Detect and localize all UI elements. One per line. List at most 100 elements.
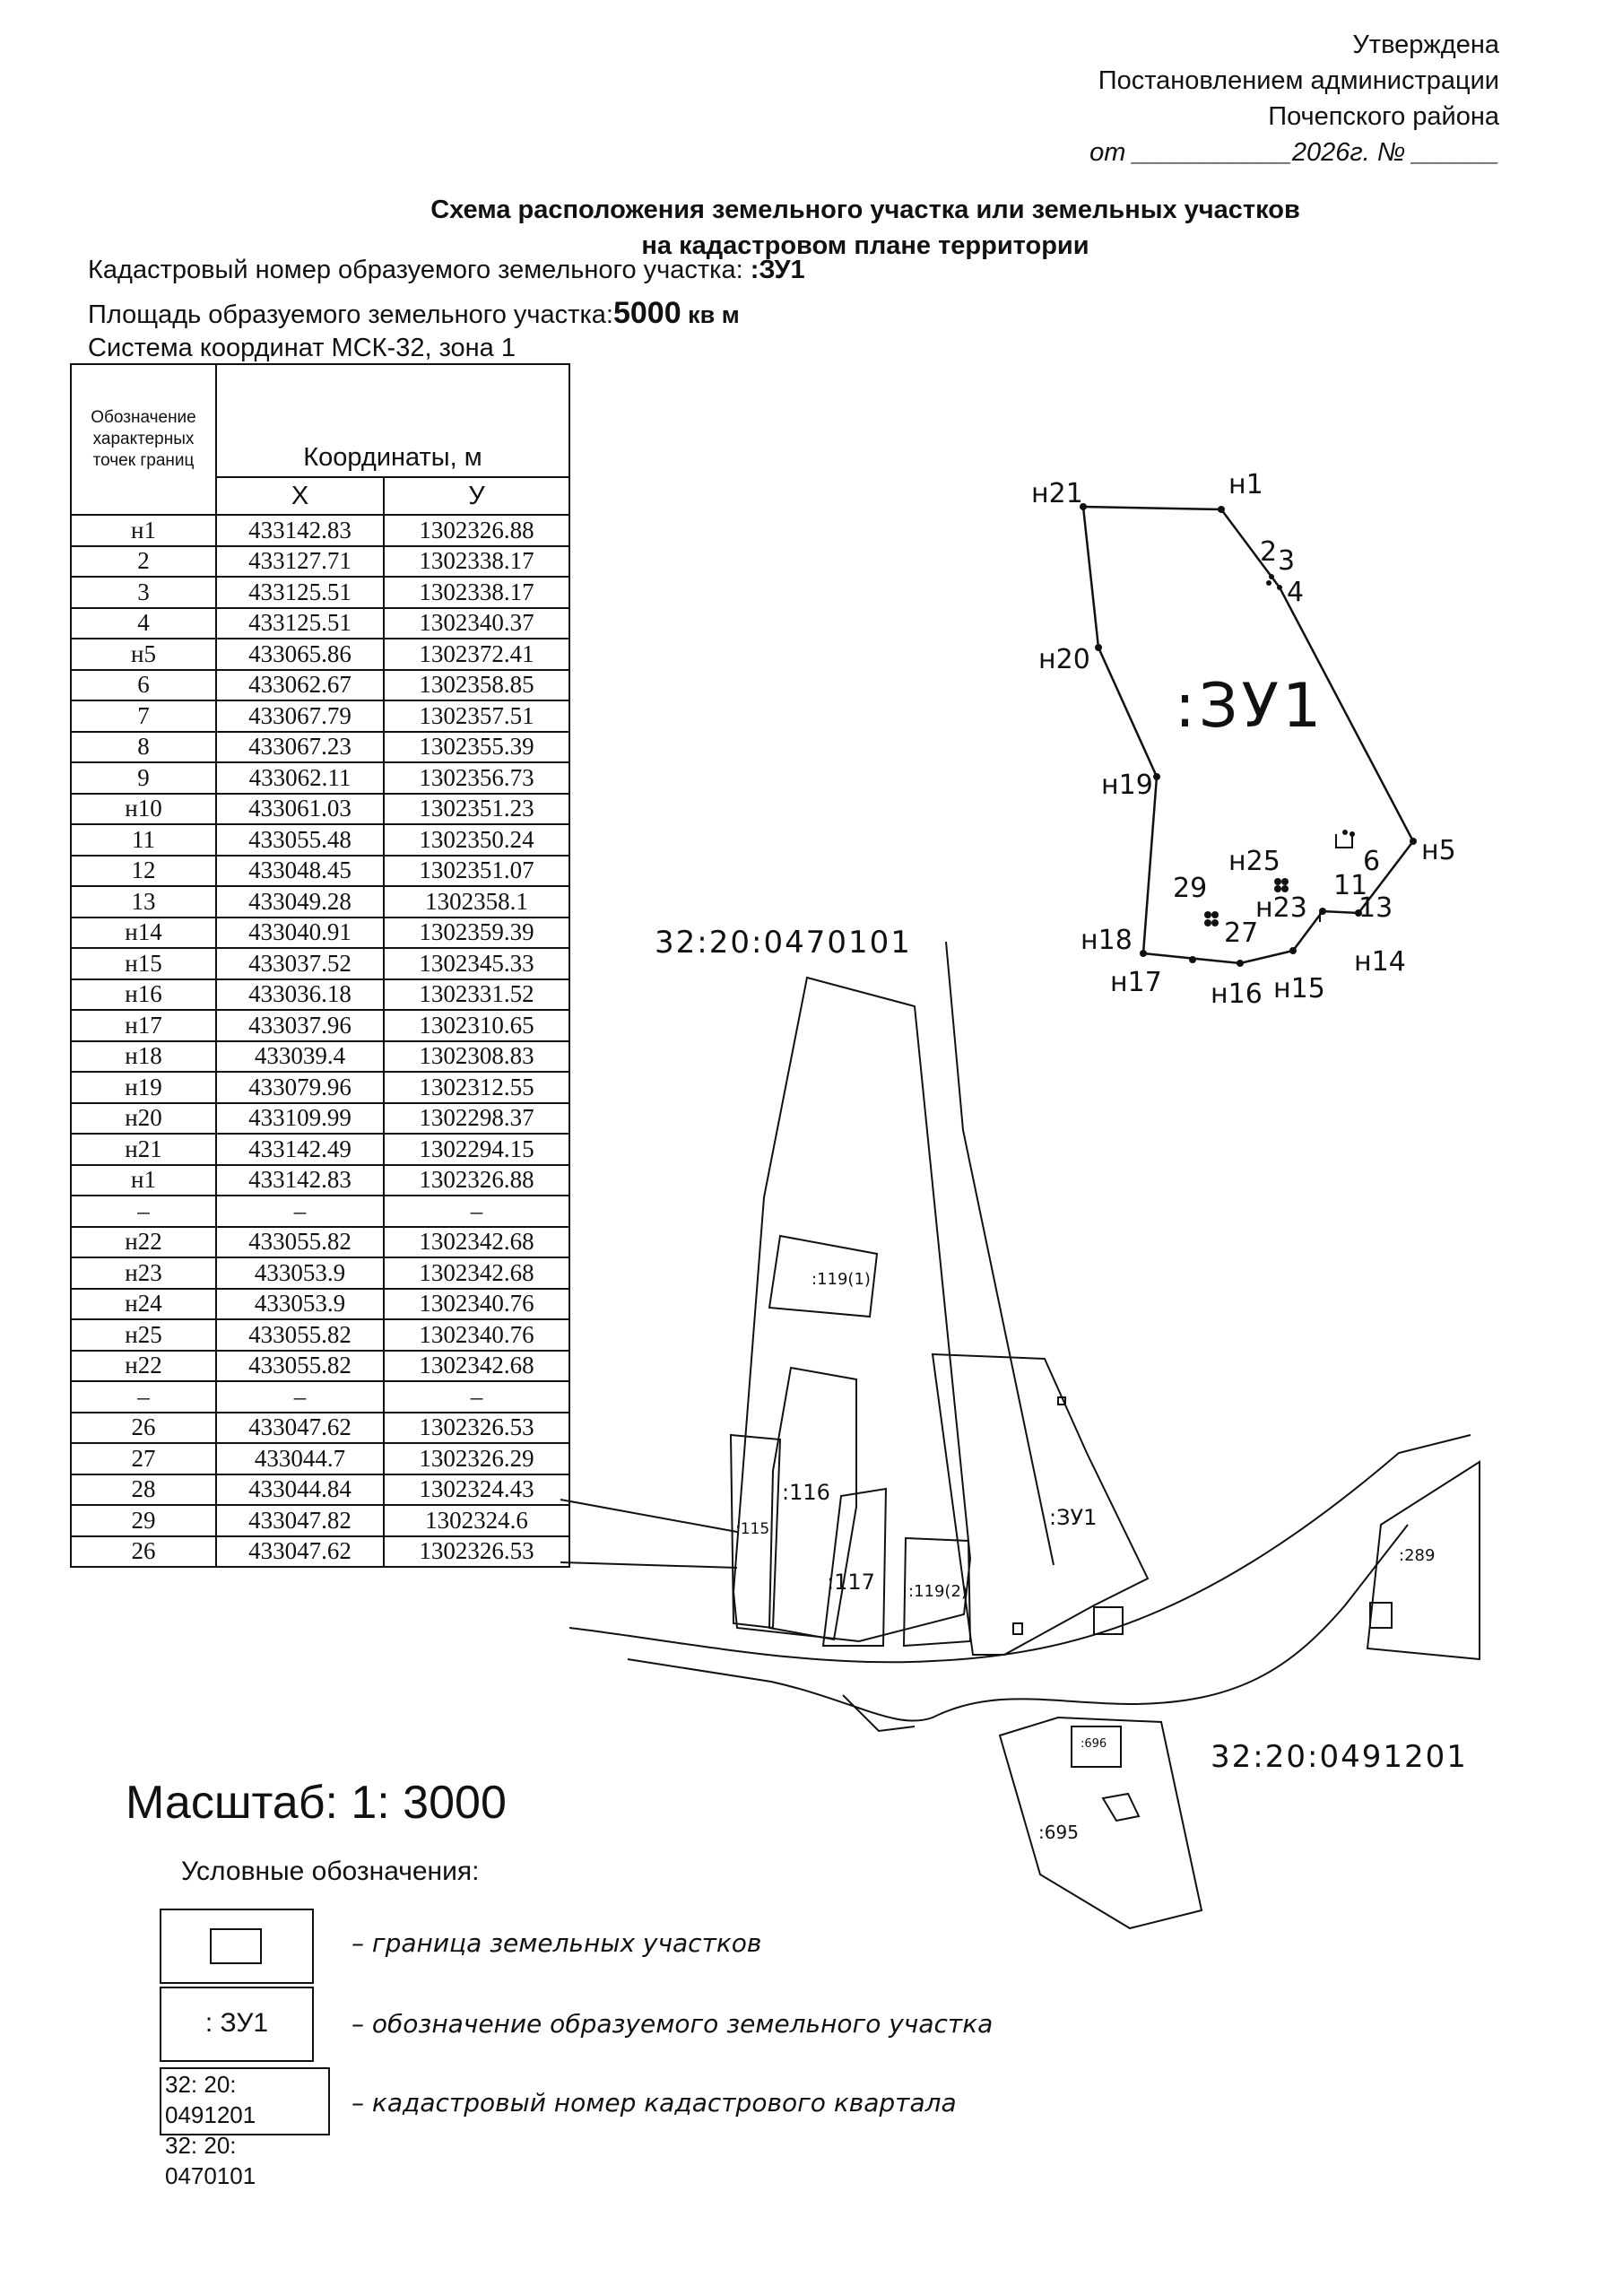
cell-x: 433044.7 <box>215 1442 385 1475</box>
parcel-115-outline <box>729 1433 782 1630</box>
cell-y: 1302372.41 <box>383 638 570 671</box>
cell-x: – <box>215 1195 385 1228</box>
parcel-116-outline <box>768 1366 857 1641</box>
cell-x: 433040.91 <box>215 916 385 949</box>
cell-point: н22 <box>70 1225 217 1258</box>
cell-y: 1302359.39 <box>383 916 570 949</box>
label-n14: н14 <box>1354 946 1406 978</box>
label-parcel-696: :696 <box>1081 1737 1107 1751</box>
point-29 <box>1211 919 1219 926</box>
cadastral-number-label: Кадастровый номер образуемого земельного… <box>88 256 751 284</box>
title-line-2: на кадастровом плане территории <box>641 231 1089 260</box>
label-n5: н5 <box>1421 835 1456 866</box>
cadastral-number-line: Кадастровый номер образуемого земельного… <box>88 256 805 285</box>
point-7 <box>1350 831 1355 837</box>
cell-y: 1302340.37 <box>383 606 570 639</box>
cell-point: н5 <box>70 638 217 671</box>
label-parcel-119-2: :119(2) <box>908 1582 968 1601</box>
cell-y: 1302340.76 <box>383 1287 570 1320</box>
parcel-119-1-outline <box>768 1234 879 1318</box>
cell-point: н16 <box>70 978 217 1011</box>
cell-x: 433062.11 <box>215 761 385 795</box>
cell-x: 433127.71 <box>215 544 385 578</box>
approval-line-1: Утверждена <box>1352 30 1499 59</box>
label-parcel-119-1: :119(1) <box>812 1270 871 1289</box>
cell-x: 433049.28 <box>215 885 385 918</box>
cell-x: 433036.18 <box>215 978 385 1011</box>
cell-point: 29 <box>70 1504 217 1537</box>
small-structure-3 <box>1057 1396 1066 1405</box>
cell-point: – <box>70 1195 217 1228</box>
label-n17: н17 <box>1110 967 1162 998</box>
label-parcel-116: :116 <box>782 1480 830 1505</box>
cell-y: 1302358.1 <box>383 885 570 918</box>
header-x: X <box>215 476 385 516</box>
cell-y: 1302350.24 <box>383 823 570 857</box>
legend-title: Условные обозначения: <box>181 1857 480 1886</box>
cell-point: 13 <box>70 885 217 918</box>
label-27: 27 <box>1224 918 1258 949</box>
boundary-points <box>1080 503 1417 967</box>
cell-y: 1302312.55 <box>383 1071 570 1104</box>
cell-x: 433062.67 <box>215 668 385 701</box>
cell-y: 1302342.68 <box>383 1257 570 1290</box>
parcel-zu1-inner-line <box>1335 834 1353 848</box>
cell-point: н21 <box>70 1133 217 1166</box>
area-line: Площадь образуемого земельного участка:5… <box>88 296 740 331</box>
label-block-north: 32:20:0470101 <box>655 925 912 961</box>
cell-y: 1302308.83 <box>383 1039 570 1073</box>
cell-x: 433055.82 <box>215 1225 385 1258</box>
cell-point: н10 <box>70 792 217 825</box>
cell-point: 26 <box>70 1411 217 1444</box>
document-title: Схема расположения земельного участка ил… <box>269 192 1462 264</box>
cell-point: 6 <box>70 668 217 701</box>
label-n19: н19 <box>1101 770 1153 801</box>
cell-point: н18 <box>70 1039 217 1073</box>
coordinates-table: Обозначение характерных точек границ Коо… <box>70 363 570 1568</box>
cell-x: 433067.23 <box>215 730 385 763</box>
cell-y: 1302324.6 <box>383 1504 570 1537</box>
small-structure-2 <box>1093 1606 1124 1635</box>
cell-point: 2 <box>70 544 217 578</box>
label-n20: н20 <box>1038 644 1090 675</box>
cell-point: н1 <box>70 1163 217 1196</box>
cell-y: 1302338.17 <box>383 576 570 609</box>
cell-x: 433125.51 <box>215 576 385 609</box>
cell-y: 1302294.15 <box>383 1133 570 1166</box>
cell-y: – <box>383 1195 570 1228</box>
point-n25-a <box>1274 878 1281 885</box>
table-row: ––– <box>70 1195 570 1228</box>
point-4 <box>1277 585 1282 590</box>
cell-y: 1302324.43 <box>383 1473 570 1506</box>
cell-y: 1302326.53 <box>383 1411 570 1444</box>
cell-point: н24 <box>70 1287 217 1320</box>
road-south-edge <box>627 1524 1409 1722</box>
point-n16 <box>1189 956 1196 963</box>
label-6: 6 <box>1363 846 1380 877</box>
cell-x: 433047.82 <box>215 1504 385 1537</box>
cell-y: 1302351.07 <box>383 854 570 887</box>
point-n15 <box>1237 960 1244 967</box>
area-unit: кв м <box>688 301 740 328</box>
leader-line-28 <box>560 1499 738 1533</box>
label-29: 29 <box>1173 873 1207 904</box>
small-structure-1 <box>1012 1622 1023 1635</box>
cell-x: 433055.48 <box>215 823 385 857</box>
parcel-zu1-small-outline <box>931 1352 1150 1656</box>
label-parcel-289: :289 <box>1399 1546 1435 1565</box>
label-3: 3 <box>1278 545 1295 577</box>
